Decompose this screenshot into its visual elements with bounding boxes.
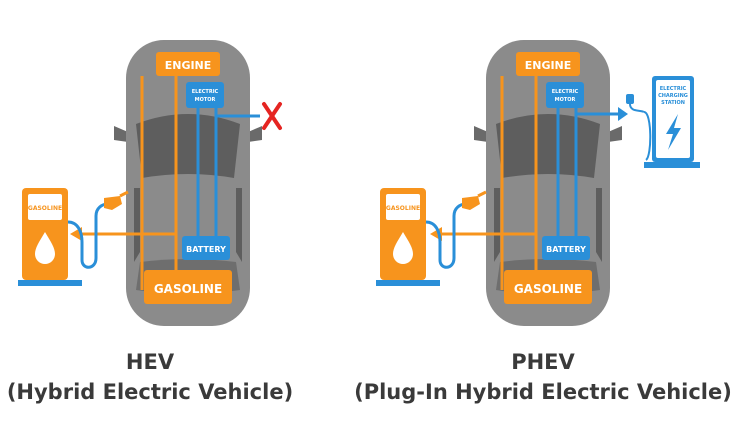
engine-box [156, 52, 220, 76]
pump-hose [67, 202, 109, 269]
no-charging-x-icon [262, 102, 282, 130]
phev-diagram: ENGINE ELECTRIC MOTOR BATTERY GASOLINE ELECTR… [376, 40, 700, 326]
left-window [134, 188, 140, 262]
motor-label-line1: ELECTRIC [552, 89, 579, 95]
station-label-line2: CHARGING [658, 93, 688, 99]
fuel-drop-icon [393, 232, 413, 264]
engine-label: ENGINE [525, 59, 572, 72]
battery-box [542, 236, 590, 260]
engine-box [516, 52, 580, 76]
station-panel [656, 80, 690, 158]
left-window [494, 188, 500, 262]
windshield [496, 114, 600, 178]
right-window [236, 188, 242, 262]
station-label-line3: STATION [661, 100, 685, 106]
hev-diagram: ENGINE ELECTRIC MOTOR BATTERY GASOLINE GASOLI… [18, 40, 282, 326]
pump-window [386, 194, 420, 220]
battery-box [182, 236, 230, 260]
motor-label-line2: MOTOR [195, 97, 216, 103]
hev-subtitle: (Hybrid Electric Vehicle) [6, 380, 294, 404]
nozzle-tip [119, 190, 129, 198]
motor-label-line1: ELECTRIC [192, 89, 219, 95]
right-mirror [248, 126, 262, 142]
right-window [596, 188, 602, 262]
electric-motor-box [546, 82, 584, 108]
phev-title: PHEV [511, 350, 575, 374]
pump-nozzle-icon [104, 196, 122, 210]
plug-icon [626, 94, 634, 104]
station-label-line1: ELECTRIC [660, 86, 687, 92]
right-mirror [608, 126, 622, 142]
fuel-drop-icon [35, 232, 55, 264]
station-cable [643, 111, 652, 161]
battery-label: BATTERY [186, 245, 226, 254]
pump-hose [425, 202, 467, 269]
left-mirror [474, 126, 488, 142]
hev-title: HEV [125, 350, 175, 374]
charge-arrow [618, 107, 628, 121]
phev-caption: PHEV (Plug-In Hybrid Electric Vehicle) [346, 350, 740, 404]
pump-base [18, 280, 82, 286]
windshield [136, 114, 240, 178]
lightning-bolt-icon [666, 114, 681, 150]
gasoline-tank-box [504, 270, 592, 304]
pump-nozzle-icon [462, 196, 480, 210]
plug-cord [629, 103, 645, 113]
battery-label: BATTERY [546, 245, 586, 254]
gasoline-tank-box [144, 270, 232, 304]
pump-base [376, 280, 440, 286]
phev-subtitle: (Plug-In Hybrid Electric Vehicle) [354, 380, 732, 404]
gasoline-tank-label: GASOLINE [154, 282, 222, 296]
station-base [644, 162, 700, 168]
motor-label-line2: MOTOR [555, 97, 576, 103]
nozzle-tip [477, 190, 487, 198]
pump-label: GASOLINE [28, 205, 62, 212]
left-mirror [114, 126, 128, 142]
pump-window [28, 194, 62, 220]
pump-label: GASOLINE [386, 205, 420, 212]
engine-label: ENGINE [165, 59, 212, 72]
gasoline-tank-label: GASOLINE [514, 282, 582, 296]
hev-caption: HEV (Hybrid Electric Vehicle) [0, 350, 300, 404]
electric-motor-box [186, 82, 224, 108]
